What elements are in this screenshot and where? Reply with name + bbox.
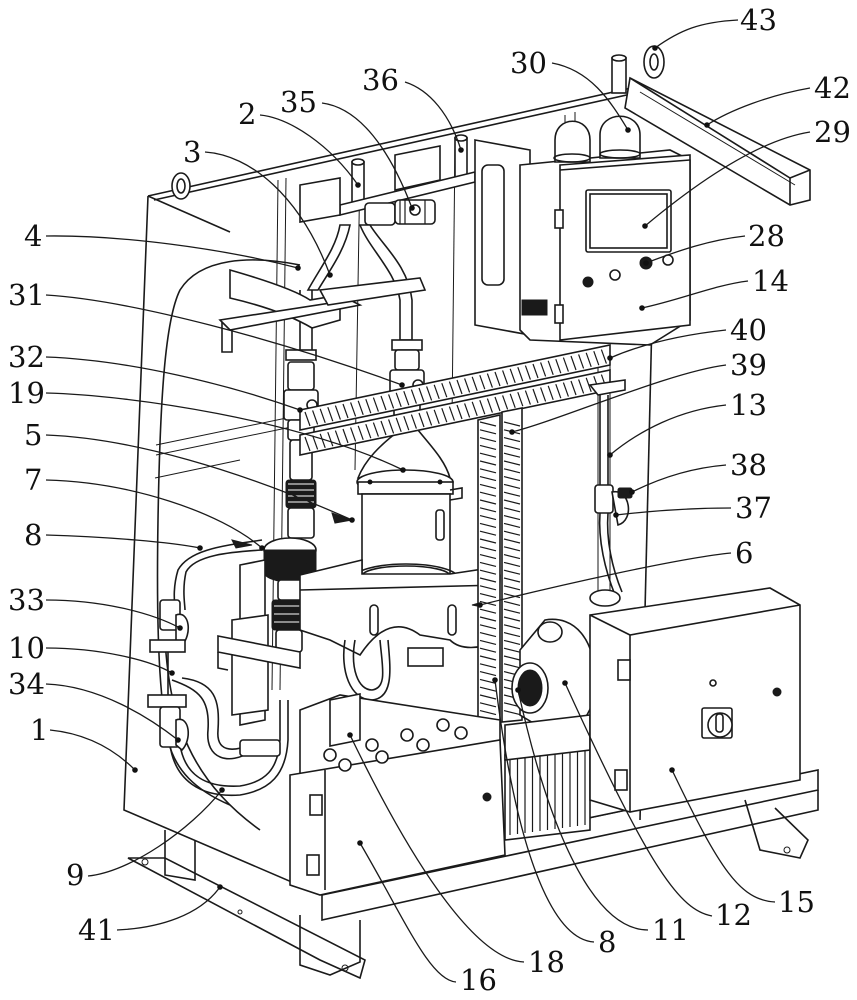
leader-dot-c8a: [197, 545, 203, 551]
leader-dot-c37: [613, 512, 619, 518]
leader-line-c2: [260, 115, 358, 185]
callout-40: 40: [730, 313, 767, 347]
leader-dot-c35: [409, 205, 415, 211]
callout-7: 7: [24, 463, 42, 497]
leader-line-c37: [616, 508, 731, 515]
callout-16: 16: [460, 963, 497, 997]
leader-line-c41: [117, 887, 220, 930]
leader-line-c42: [707, 88, 810, 125]
leader-line-c4: [46, 236, 298, 268]
callout-28: 28: [748, 219, 785, 253]
leader-dot-c2: [355, 182, 361, 188]
leader-dot-c3: [327, 272, 333, 278]
callout-37: 37: [735, 491, 772, 525]
leader-line-c9: [88, 790, 222, 876]
junction-box: [290, 694, 505, 895]
callout-36: 36: [362, 63, 399, 97]
leader-dot-c8b: [492, 677, 498, 683]
callout-8a: 8: [24, 518, 42, 552]
callout-8b: 8: [598, 925, 616, 959]
leader-dot-c1: [132, 767, 138, 773]
leader-dot-c28: [643, 260, 649, 266]
leader-line-c36: [405, 82, 461, 150]
leader-dot-c4: [295, 265, 301, 271]
leader-dot-c39: [509, 429, 515, 435]
leader-line-c34: [46, 684, 178, 740]
callout-5: 5: [24, 418, 42, 452]
leader-dot-c30: [625, 127, 631, 133]
callout-35: 35: [280, 85, 317, 119]
leader-line-c1: [50, 730, 135, 770]
leader-dot-c31: [399, 382, 405, 388]
callout-18: 18: [528, 945, 565, 979]
callout-39: 39: [730, 348, 767, 382]
callout-1: 1: [30, 713, 48, 747]
leader-dot-c33: [177, 625, 183, 631]
separator-base: [300, 560, 500, 666]
leader-dot-c40: [607, 355, 613, 361]
callout-3: 3: [183, 135, 201, 169]
callout-13: 13: [730, 388, 767, 422]
leader-line-c43: [655, 20, 738, 48]
leader-dot-c5: [349, 517, 355, 523]
leader-dot-c16: [357, 840, 363, 846]
callout-2: 2: [238, 97, 256, 131]
separator: [354, 430, 462, 593]
leader-dot-c29: [642, 223, 648, 229]
callout-6: 6: [735, 536, 753, 570]
callout-38: 38: [730, 448, 767, 482]
leader-dot-c13: [607, 452, 613, 458]
callout-10: 10: [8, 631, 45, 665]
leader-line-c13: [610, 405, 726, 455]
leader-dot-c7: [259, 545, 265, 551]
leader-line-c31: [46, 295, 402, 385]
leader-dot-c32: [297, 407, 303, 413]
callout-12: 12: [715, 898, 752, 932]
callout-43: 43: [740, 3, 777, 37]
control-box: [475, 116, 690, 345]
callout-41: 41: [78, 913, 115, 947]
callout-32: 32: [8, 340, 45, 374]
leader-dot-c10: [169, 670, 175, 676]
callout-30: 30: [510, 46, 547, 80]
leader-line-c32: [46, 357, 300, 410]
power-box: [590, 588, 800, 812]
callout-4: 4: [24, 219, 42, 253]
leader-dot-c42: [704, 122, 710, 128]
leader-line-c8a: [46, 535, 200, 548]
leader-dot-c43: [652, 45, 658, 51]
leader-dot-c11: [515, 687, 521, 693]
leader-line-c7: [46, 480, 262, 548]
leader-dot-c9: [219, 787, 225, 793]
leader-dot-c34: [175, 737, 181, 743]
leader-dot-c18: [347, 732, 353, 738]
leader-dot-c12: [562, 680, 568, 686]
leader-dot-c6: [477, 602, 483, 608]
callout-42: 42: [814, 71, 851, 105]
leader-dot-c14: [639, 305, 645, 311]
callout-31: 31: [8, 278, 45, 312]
callout-11: 11: [652, 913, 689, 947]
callout-15: 15: [778, 885, 815, 919]
leader-dot-c36: [458, 147, 464, 153]
callout-33: 33: [8, 583, 45, 617]
callout-19: 19: [8, 376, 45, 410]
leader-dot-c38: [629, 489, 635, 495]
sample-valve: [590, 380, 632, 606]
leader-dot-c19: [400, 467, 406, 473]
callout-14: 14: [752, 264, 789, 298]
callout-9: 9: [66, 858, 84, 892]
callout-29: 29: [814, 115, 851, 149]
leader-dot-c41: [217, 884, 223, 890]
leader-dot-c15: [669, 767, 675, 773]
leader-line-c38: [632, 465, 726, 492]
callout-34: 34: [8, 667, 45, 701]
